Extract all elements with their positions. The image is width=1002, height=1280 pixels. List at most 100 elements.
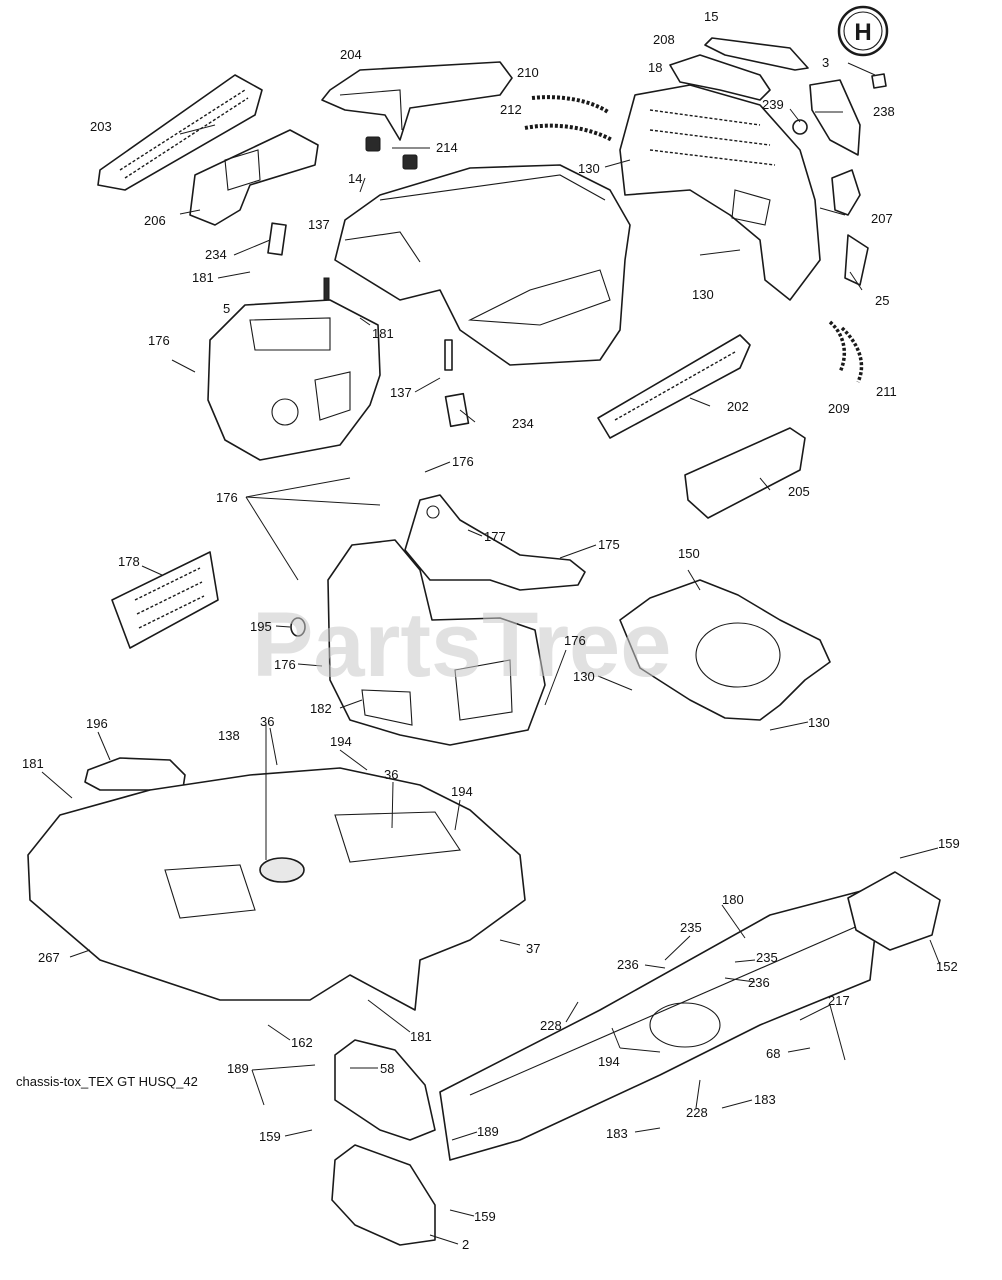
callout-194-a[interactable]: 194 xyxy=(330,734,352,749)
callout-176-c[interactable]: 176 xyxy=(216,490,238,505)
callout-178[interactable]: 178 xyxy=(118,554,140,569)
callout-150[interactable]: 150 xyxy=(678,546,700,561)
callout-130-b[interactable]: 130 xyxy=(692,287,714,302)
callout-159-a[interactable]: 159 xyxy=(938,836,960,851)
callout-137-b[interactable]: 137 xyxy=(390,385,412,400)
callout-239[interactable]: 239 xyxy=(762,97,784,112)
callout-236-a[interactable]: 236 xyxy=(617,957,639,972)
callout-37[interactable]: 37 xyxy=(526,941,540,956)
callout-189-a[interactable]: 189 xyxy=(227,1061,249,1076)
part-hood-14[interactable] xyxy=(334,164,631,366)
callout-235-a[interactable]: 235 xyxy=(680,920,702,935)
part-light-207[interactable] xyxy=(831,169,861,216)
callout-159-c[interactable]: 159 xyxy=(474,1209,496,1224)
callout-181-b[interactable]: 181 xyxy=(372,326,394,341)
callout-176-b[interactable]: 176 xyxy=(452,454,474,469)
callout-159-b[interactable]: 159 xyxy=(259,1129,281,1144)
callout-15[interactable]: 15 xyxy=(704,9,718,24)
callout-25[interactable]: 25 xyxy=(875,293,889,308)
part-fender-37[interactable] xyxy=(27,767,526,1011)
callout-212[interactable]: 212 xyxy=(500,102,522,117)
callout-175[interactable]: 175 xyxy=(598,537,620,552)
callout-228-a[interactable]: 228 xyxy=(540,1018,562,1033)
callout-36-a[interactable]: 36 xyxy=(260,714,274,729)
callout-176-d[interactable]: 176 xyxy=(564,633,586,648)
callout-211[interactable]: 211 xyxy=(876,384,897,399)
part-cover-25[interactable] xyxy=(844,234,869,286)
callout-183-b[interactable]: 183 xyxy=(606,1126,628,1141)
callout-5[interactable]: 5 xyxy=(223,301,230,316)
callout-18[interactable]: 18 xyxy=(648,60,662,75)
part-bracket-58[interactable] xyxy=(334,1039,436,1141)
callout-176-a[interactable]: 176 xyxy=(148,333,170,348)
part-label-234b[interactable] xyxy=(444,392,470,428)
callout-180[interactable]: 180 xyxy=(722,892,744,907)
callout-130-d[interactable]: 130 xyxy=(808,715,830,730)
part-grille-202[interactable] xyxy=(597,334,751,439)
callout-209[interactable]: 209 xyxy=(828,401,850,416)
callout-208[interactable]: 208 xyxy=(653,32,675,47)
callout-235-b[interactable]: 235 xyxy=(756,950,778,965)
callout-189-b[interactable]: 189 xyxy=(477,1124,499,1139)
callout-202[interactable]: 202 xyxy=(727,399,749,414)
part-clip-214b[interactable] xyxy=(402,154,418,170)
callout-2[interactable]: 2 xyxy=(462,1237,469,1252)
part-bracket-152[interactable] xyxy=(847,871,941,951)
callout-267[interactable]: 267 xyxy=(38,950,60,965)
part-trim-strip-15[interactable] xyxy=(704,37,809,71)
callout-196[interactable]: 196 xyxy=(86,716,108,731)
callout-137-a[interactable]: 137 xyxy=(308,217,330,232)
callout-130-a[interactable]: 130 xyxy=(578,161,600,176)
callout-234-a[interactable]: 234 xyxy=(205,247,227,262)
callout-234-b[interactable]: 234 xyxy=(512,416,534,431)
callout-36-b[interactable]: 36 xyxy=(384,767,398,782)
callout-228-b[interactable]: 228 xyxy=(686,1105,708,1120)
callout-203[interactable]: 203 xyxy=(90,119,112,134)
callout-181-d[interactable]: 181 xyxy=(410,1029,432,1044)
part-hood-panel-204[interactable] xyxy=(321,61,513,141)
callout-238[interactable]: 238 xyxy=(873,104,895,119)
callout-210[interactable]: 210 xyxy=(517,65,539,80)
part-vent-178[interactable] xyxy=(111,551,219,649)
part-frame-180[interactable] xyxy=(439,889,876,1161)
part-clip-214a[interactable] xyxy=(365,136,381,152)
part-badge-3[interactable] xyxy=(871,73,887,89)
callout-162[interactable]: 162 xyxy=(291,1035,313,1050)
part-grommet-195[interactable] xyxy=(290,617,306,637)
part-strip-212[interactable] xyxy=(524,123,613,142)
part-label-137b[interactable] xyxy=(444,339,453,371)
callout-195[interactable]: 195 xyxy=(250,619,272,634)
callout-177[interactable]: 177 xyxy=(484,529,506,544)
callout-181-a[interactable]: 181 xyxy=(192,270,214,285)
part-label-234a[interactable] xyxy=(267,222,287,256)
callout-181-c[interactable]: 181 xyxy=(22,756,44,771)
part-bracket-206[interactable] xyxy=(189,129,319,226)
callout-138[interactable]: 138 xyxy=(218,728,240,743)
callout-204[interactable]: 204 xyxy=(340,47,362,62)
part-panel-205[interactable] xyxy=(684,427,806,519)
callout-176-e[interactable]: 176 xyxy=(274,657,296,672)
callout-152[interactable]: 152 xyxy=(936,959,958,974)
callout-182[interactable]: 182 xyxy=(310,701,332,716)
part-bracket-175[interactable] xyxy=(404,494,586,591)
callout-206[interactable]: 206 xyxy=(144,213,166,228)
callout-68[interactable]: 68 xyxy=(766,1046,780,1061)
part-strip-209[interactable] xyxy=(828,320,847,373)
part-strip-210[interactable] xyxy=(531,95,610,114)
callout-207[interactable]: 207 xyxy=(871,211,893,226)
callout-236-b[interactable]: 236 xyxy=(748,975,770,990)
part-dashboard-5[interactable] xyxy=(207,299,381,461)
part-label-137a[interactable] xyxy=(323,277,330,301)
callout-14[interactable]: 14 xyxy=(348,171,362,186)
callout-183-a[interactable]: 183 xyxy=(754,1092,776,1107)
part-grille-203[interactable] xyxy=(97,74,263,191)
callout-194-c[interactable]: 194 xyxy=(598,1054,620,1069)
callout-194-b[interactable]: 194 xyxy=(451,784,473,799)
part-housing-182[interactable] xyxy=(327,539,546,746)
part-strip-211[interactable] xyxy=(840,326,864,383)
part-front-cover-208-18[interactable] xyxy=(619,54,821,301)
callout-205[interactable]: 205 xyxy=(788,484,810,499)
callout-214[interactable]: 214 xyxy=(436,140,458,155)
part-bracket-2[interactable] xyxy=(331,1144,436,1246)
callout-217[interactable]: 217 xyxy=(828,993,850,1008)
